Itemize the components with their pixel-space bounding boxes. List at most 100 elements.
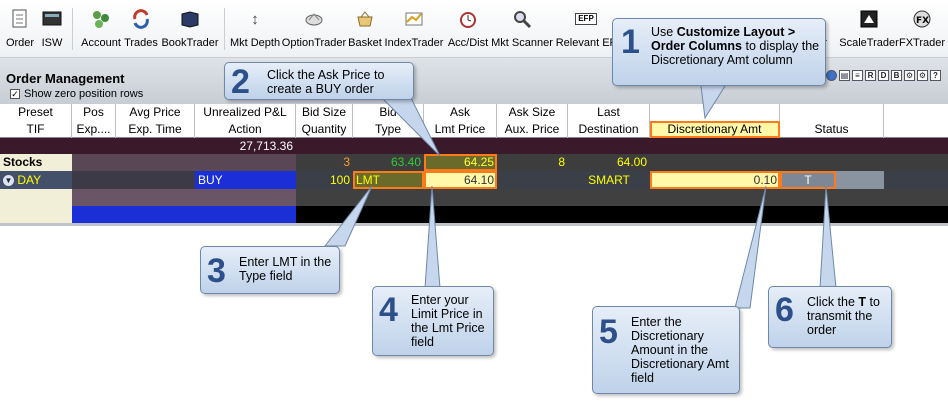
svg-text:FX: FX xyxy=(916,16,929,26)
col-lmt-price[interactable]: Lmt Price xyxy=(424,121,497,138)
d-button[interactable]: D xyxy=(878,70,889,81)
scaletrader-label: ScaleTrader xyxy=(839,37,899,49)
mkt-depth-icon: ↕ xyxy=(251,10,259,28)
stocks-filler xyxy=(72,154,296,171)
destination-value[interactable]: SMART xyxy=(588,173,630,187)
relevant-efp-button[interactable]: EFP Relevant EF xyxy=(555,6,617,54)
col-type[interactable]: Type xyxy=(353,121,424,138)
blank-row-label xyxy=(0,189,72,206)
mkt-scanner-button[interactable]: Mkt Scanner xyxy=(491,6,553,54)
trades-button[interactable]: Trades xyxy=(124,6,158,54)
col-exp[interactable]: Exp.... xyxy=(72,121,116,138)
grid-bottom-border xyxy=(0,223,948,226)
mkt-scanner-label: Mkt Scanner xyxy=(491,37,553,49)
mkt-depth-button[interactable]: ↕ Mkt Depth xyxy=(229,6,281,54)
panel-title: Order Management xyxy=(6,71,125,86)
indextrader-label: IndexTrader xyxy=(384,37,444,49)
col-discretionary-amt[interactable]: Discretionary Amt xyxy=(650,121,780,138)
trades-icon xyxy=(130,8,152,30)
col-status[interactable]: Status xyxy=(780,121,884,138)
lmt-price-value[interactable]: 64.10 xyxy=(424,171,497,189)
indextrader-button[interactable]: IndexTrader xyxy=(385,6,443,54)
stocks-label: Stocks xyxy=(0,154,72,171)
callout-2-text: Click the Ask Price to create a BUY orde… xyxy=(267,68,385,96)
col-blank-1 xyxy=(650,104,780,121)
order-row[interactable]: ▼ DAY BUY 100 LMT 64.10 SMART 0.10 T xyxy=(0,171,948,189)
accdist-icon xyxy=(457,8,479,30)
col-preset[interactable]: Preset xyxy=(0,104,72,121)
b-button[interactable]: B xyxy=(891,70,902,81)
col-bid-size[interactable]: Bid Size xyxy=(296,104,353,121)
ask-price-value[interactable]: 64.25 xyxy=(424,154,497,171)
col-ask-size[interactable]: Ask Size xyxy=(497,104,568,121)
ask-size-value[interactable]: 8 xyxy=(558,155,565,169)
col-pos[interactable]: Pos xyxy=(72,104,116,121)
help-icon[interactable]: ? xyxy=(930,70,941,81)
callout-3-number: 3 xyxy=(207,252,226,290)
quantity-value[interactable]: 100 xyxy=(329,173,350,187)
aux-price-value[interactable] xyxy=(497,171,568,189)
col-quantity[interactable]: Quantity xyxy=(296,121,353,138)
account-label: Account xyxy=(81,37,121,49)
accdist-button[interactable]: Acc/Dist xyxy=(446,6,490,54)
stocks-row[interactable]: Stocks 3 63.40 64.25 8 64.00 xyxy=(0,154,948,171)
callout-5: 5 Enter the Discretionary Amount in the … xyxy=(592,306,740,394)
grid-icon[interactable]: ▤ xyxy=(839,70,850,81)
optiontrader-button[interactable]: OptionTrader xyxy=(282,6,346,54)
pnl-summary-row: 27,713.36 xyxy=(0,138,948,154)
callout-4-number: 4 xyxy=(379,291,398,329)
efp-icon: EFP xyxy=(575,8,597,30)
bid-size-value[interactable]: 3 xyxy=(343,155,350,169)
expand-circle-icon[interactable]: ▼ xyxy=(3,175,14,187)
action-value[interactable]: BUY xyxy=(195,171,296,189)
indextrader-icon xyxy=(403,8,425,30)
basket-icon xyxy=(354,8,376,30)
booktrader-button[interactable]: BookTrader xyxy=(161,6,219,54)
mkt-scanner-icon xyxy=(511,8,533,30)
status-filler xyxy=(836,171,884,189)
order-button[interactable]: Order xyxy=(4,6,36,54)
show-zero-rows-checkbox[interactable]: ✓ Show zero position rows xyxy=(10,88,143,100)
callout-1: 1 Use Customize Layout > Order Columns t… xyxy=(612,18,826,86)
tif-value: DAY xyxy=(17,173,42,187)
order-filler xyxy=(72,171,195,189)
toolbar-separator xyxy=(224,8,225,50)
fxtrader-button[interactable]: FX FXTrader xyxy=(898,6,946,54)
relevant-efp-label: Relevant EF xyxy=(555,37,617,49)
col-action[interactable]: Action xyxy=(195,121,296,138)
globe-icon[interactable] xyxy=(826,70,837,81)
column-header-row-2: TIF Exp.... Exp. Time Action Quantity Ty… xyxy=(0,121,948,138)
basket-button[interactable]: Basket xyxy=(348,6,382,54)
trades-label: Trades xyxy=(124,37,158,49)
last-price-value[interactable]: 64.00 xyxy=(616,155,647,169)
fxtrader-label: FXTrader xyxy=(898,37,946,49)
mkt-depth-label: Mkt Depth xyxy=(229,37,281,49)
col-avg-price[interactable]: Avg Price xyxy=(116,104,195,121)
col-bid[interactable]: Bid xyxy=(353,104,424,121)
bid-price-value[interactable]: 63.40 xyxy=(390,155,421,169)
order-type-value[interactable]: LMT xyxy=(353,171,424,189)
isw-button[interactable]: ISW xyxy=(38,6,66,54)
col-exp-time[interactable]: Exp. Time xyxy=(116,121,195,138)
col-unrealized-pnl[interactable]: Unrealized P&L xyxy=(195,104,296,121)
booktrader-icon xyxy=(179,8,201,30)
callout-4-text: Enter your Limit Price in the Lmt Price … xyxy=(411,293,485,349)
wrench-icon[interactable]: ⚙ xyxy=(904,70,915,81)
scaletrader-icon xyxy=(858,8,880,30)
col-aux-price[interactable]: Aux. Price xyxy=(497,121,568,138)
account-button[interactable]: Account xyxy=(81,6,121,54)
scaletrader-button[interactable]: ScaleTrader xyxy=(839,6,899,54)
transmit-button[interactable]: T xyxy=(780,171,836,189)
settings-icon[interactable]: ⚙ xyxy=(917,70,928,81)
isw-icon xyxy=(41,8,63,30)
col-ask[interactable]: Ask xyxy=(424,104,497,121)
discretionary-amt-value[interactable]: 0.10 xyxy=(650,171,780,189)
col-last[interactable]: Last xyxy=(568,104,650,121)
callout-2: 2 Click the Ask Price to create a BUY or… xyxy=(224,62,414,100)
col-destination[interactable]: Destination xyxy=(568,121,650,138)
column-header-row-1: Preset Pos Avg Price Unrealized P&L Bid … xyxy=(0,104,948,121)
tif-cell[interactable]: ▼ DAY xyxy=(0,171,72,189)
r-button[interactable]: R xyxy=(865,70,876,81)
list-icon[interactable]: ≡ xyxy=(852,70,863,81)
col-tif[interactable]: TIF xyxy=(0,121,72,138)
